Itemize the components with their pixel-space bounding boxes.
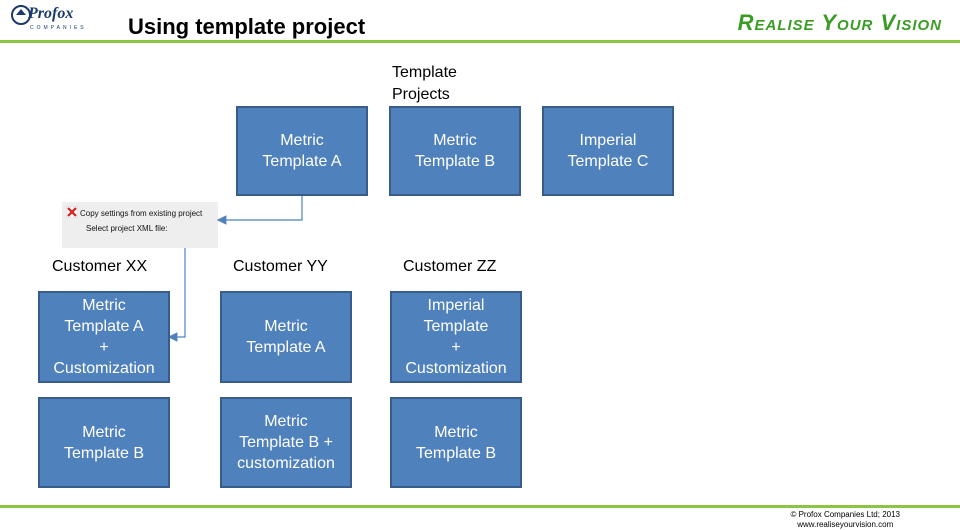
footer-divider bbox=[0, 505, 960, 508]
close-x-icon bbox=[66, 206, 78, 218]
customer-yy-box-1: Metric Template A bbox=[220, 291, 352, 383]
logo-subtext: COMPANIES bbox=[30, 25, 87, 31]
template-projects-label: Template Projects bbox=[392, 64, 457, 103]
arrow-dialog-to-customer-xx bbox=[167, 248, 186, 342]
customer-xx-label: Customer XX bbox=[52, 258, 148, 275]
customer-xx-box-2: Metric Template B bbox=[38, 397, 170, 488]
customer-xx-box-1: Metric Template A + Customization bbox=[38, 291, 170, 383]
copy-settings-dialog: Copy settings from existing project Sele… bbox=[62, 202, 218, 248]
template-box-metric-a: Metric Template A bbox=[236, 106, 368, 196]
customer-zz-label: Customer ZZ bbox=[403, 258, 497, 275]
dialog-option-label: Copy settings from existing project bbox=[80, 209, 203, 218]
copyright-icon: © bbox=[790, 510, 797, 519]
customer-zz-box-2: Metric Template B bbox=[390, 397, 522, 488]
copyright-text: Profox Companies Ltd; 2013 bbox=[798, 510, 900, 519]
customer-yy-box-2: Metric Template B + customization bbox=[220, 397, 352, 488]
footer-url: www.realiseyourvision.com bbox=[797, 520, 894, 529]
customer-yy-label: Customer YY bbox=[233, 258, 328, 275]
template-box-metric-b: Metric Template B bbox=[389, 106, 521, 196]
arrow-template-to-dialog bbox=[216, 196, 303, 225]
logo-mark-icon bbox=[11, 5, 31, 25]
logo-text: Profox bbox=[28, 5, 74, 22]
dialog-file-label: Select project XML file: bbox=[86, 224, 168, 233]
footer-copyright: © Profox Companies Ltd; 2013 www.realise… bbox=[790, 510, 900, 530]
page-title: Using template project bbox=[128, 14, 366, 39]
template-box-imperial-c: Imperial Template C bbox=[542, 106, 674, 196]
header-divider bbox=[0, 40, 960, 43]
profox-logo: Profox COMPANIES bbox=[10, 2, 90, 36]
customer-zz-box-1: Imperial Template + Customization bbox=[390, 291, 522, 383]
tagline: Realise Your Vision bbox=[737, 10, 942, 35]
